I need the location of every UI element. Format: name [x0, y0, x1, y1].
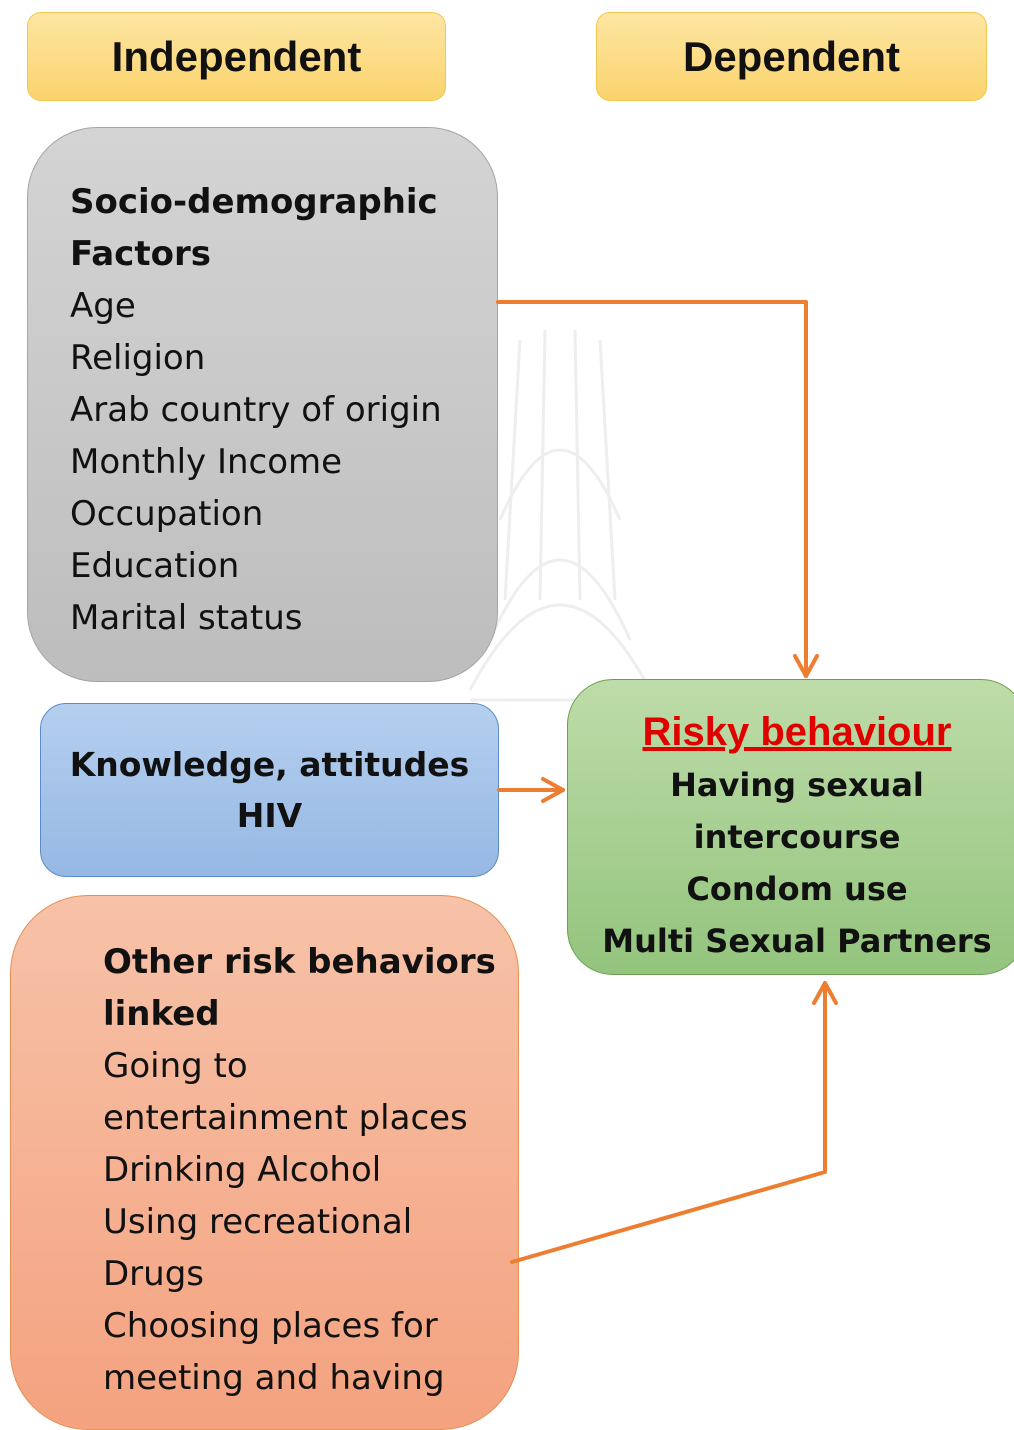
knowledge-to-risk-arrowhead: [541, 777, 565, 803]
other-item: meeting and having: [103, 1358, 445, 1398]
risk-item: Having sexual: [670, 766, 924, 804]
risk-item: Multi Sexual Partners: [602, 922, 992, 960]
other-risk-behaviors-box: Other risk behaviors linked Going to ent…: [10, 895, 519, 1430]
risk-item: intercourse: [693, 818, 901, 856]
dependent-header: Dependent: [596, 12, 987, 101]
risky-behaviour-title: Risky behaviour: [642, 710, 952, 754]
independent-header: Independent: [27, 12, 446, 101]
other-item: Choosing places for: [103, 1306, 438, 1346]
knowledge-attitudes-box: Knowledge, attitudes HIV: [40, 703, 499, 877]
other-item: Using recreational: [103, 1202, 413, 1242]
other-item: Drugs: [103, 1254, 205, 1294]
socio-item: Age: [70, 286, 136, 326]
other-title-line: linked: [103, 994, 220, 1034]
knowledge-line: HIV: [236, 796, 303, 835]
socio-item: Occupation: [70, 494, 264, 534]
other-item: Going to: [103, 1046, 248, 1086]
other-item: Drinking Alcohol: [103, 1150, 382, 1190]
socio-title-line: Factors: [70, 234, 211, 274]
socio-item: Education: [70, 546, 240, 586]
dependent-header-label: Dependent: [682, 32, 900, 80]
socio-demographic-box: Socio-demographic Factors Age Religion A…: [27, 127, 498, 682]
other-title-line: Other risk behaviors: [103, 942, 496, 982]
knowledge-line: Knowledge, attitudes: [69, 745, 470, 784]
socio-item: Monthly Income: [70, 442, 343, 482]
socio-to-risk-arrow: [496, 300, 808, 678]
socio-title-line: Socio-demographic: [70, 182, 438, 222]
socio-item: Religion: [70, 338, 206, 378]
other-item: entertainment places: [103, 1098, 468, 1138]
risk-item: Condom use: [686, 870, 908, 908]
other-to-risk-arrowhead: [812, 981, 838, 1005]
independent-header-label: Independent: [111, 32, 362, 80]
risky-behaviour-box: Risky behaviour Having sexual intercours…: [567, 679, 1014, 975]
socio-item: Arab country of origin: [70, 390, 442, 430]
other-to-risk-arrow: [510, 981, 827, 1264]
socio-item: Marital status: [70, 598, 303, 638]
socio-to-risk-arrowhead: [793, 654, 819, 678]
